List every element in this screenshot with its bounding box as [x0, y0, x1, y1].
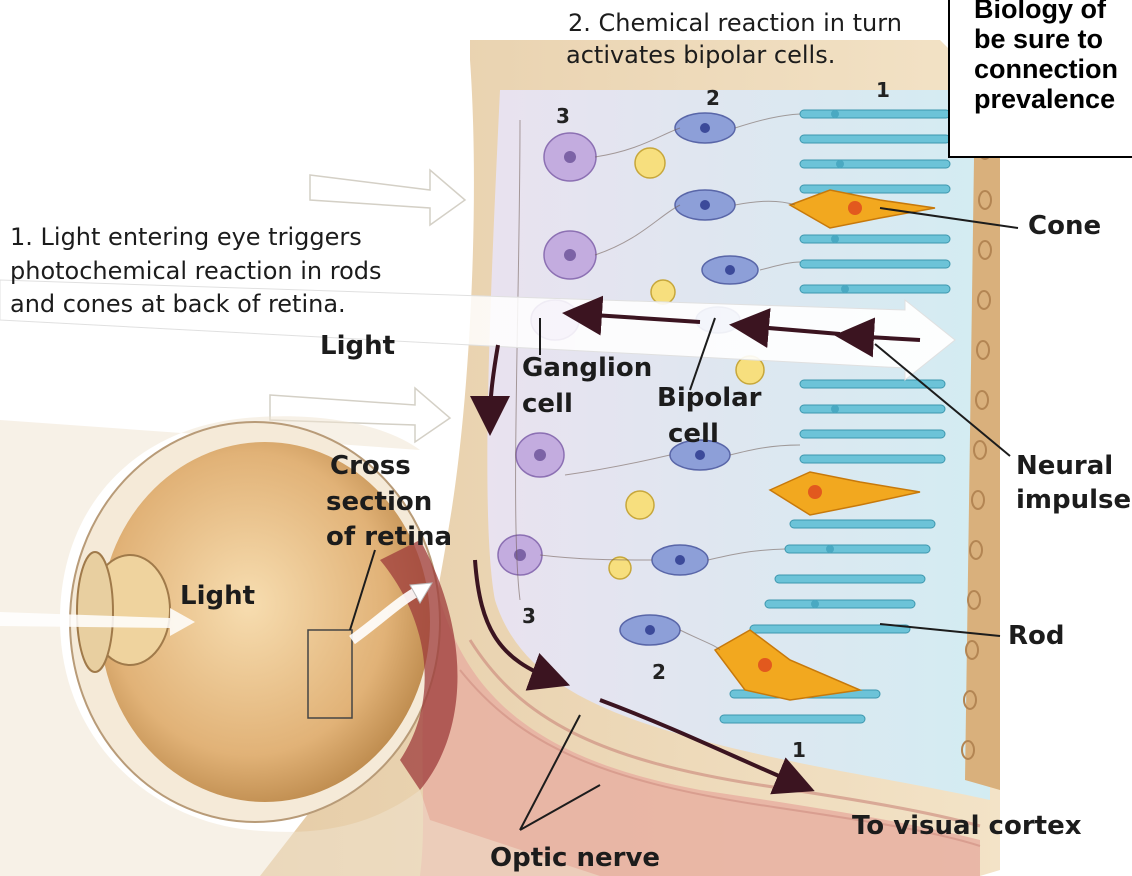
number-1-bottom: 1 — [792, 738, 806, 762]
neural-impulse-label-line1: Neural — [1016, 450, 1113, 483]
cross-section-label-line1: Cross — [330, 450, 411, 483]
note-line1: Biology of — [974, 0, 1132, 24]
step1-caption-line1: 1. Light entering eye triggers — [10, 222, 362, 252]
number-1-top: 1 — [876, 78, 890, 102]
note-box: Biology of be sure to connection prevale… — [948, 0, 1132, 158]
note-line2: be sure to — [974, 24, 1132, 54]
cross-section-label-line3: of retina — [326, 521, 452, 554]
step2-caption-line1: 2. Chemical reaction in turn — [568, 8, 902, 38]
visual-cortex-label: To visual cortex — [852, 810, 1081, 843]
number-2-top: 2 — [706, 86, 720, 110]
rod-label: Rod — [1008, 620, 1065, 653]
number-3-bottom: 3 — [522, 604, 536, 628]
cone-label: Cone — [1028, 210, 1101, 243]
bipolar-label-line1: Bipolar — [657, 382, 761, 415]
bipolar-label-line2: cell — [668, 418, 719, 451]
step2-caption-line2: activates bipolar cells. — [566, 40, 835, 70]
step1-caption-line2: photochemical reaction in rods — [10, 256, 382, 286]
light-label-eye: Light — [180, 580, 255, 613]
note-line3: connection — [974, 54, 1132, 84]
note-line4: prevalence — [974, 84, 1132, 114]
step1-caption-line3: and cones at back of retina. — [10, 289, 346, 319]
cross-section-label-line2: section — [326, 486, 432, 519]
number-3-top: 3 — [556, 104, 570, 128]
optic-nerve-label: Optic nerve — [490, 842, 660, 875]
number-2-bottom: 2 — [652, 660, 666, 684]
ganglion-label-line2: cell — [522, 388, 573, 421]
ganglion-label-line1: Ganglion — [522, 352, 652, 385]
light-label-top: Light — [320, 330, 395, 363]
neural-impulse-label-line2: impulse — [1016, 484, 1131, 517]
